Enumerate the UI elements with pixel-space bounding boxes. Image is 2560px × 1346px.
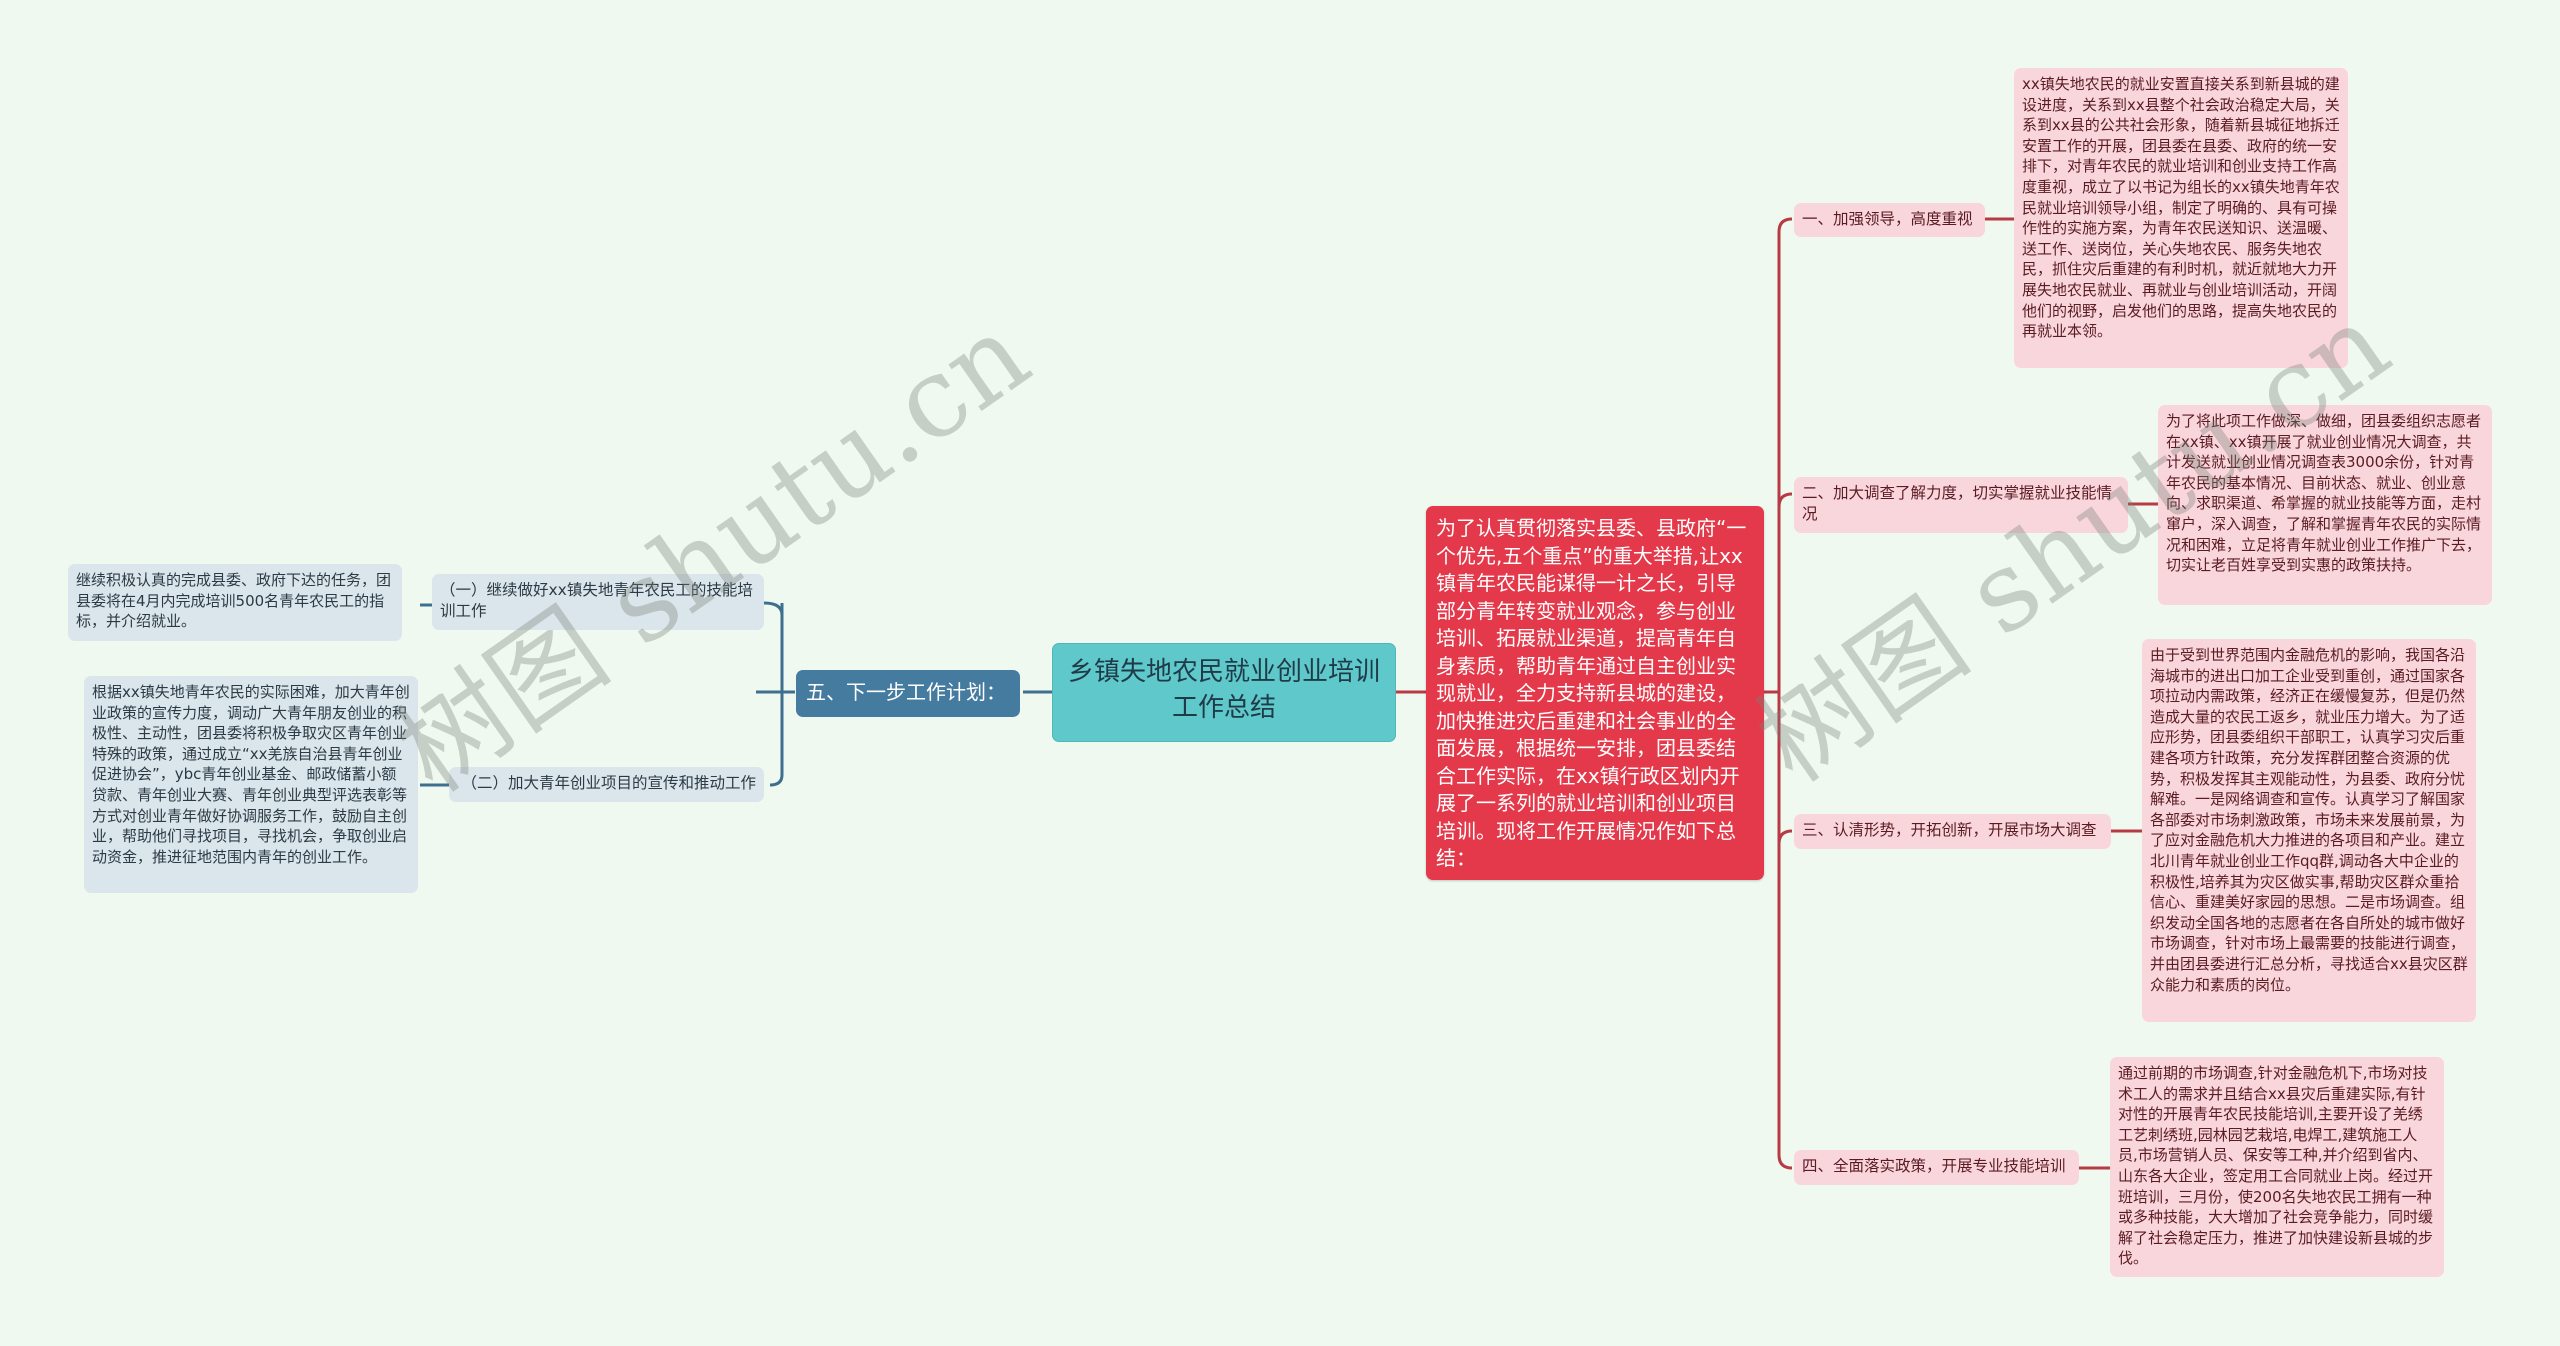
branch-5-next-plan[interactable]: 五、下一步工作计划： [796,670,1020,717]
branch-2-detail[interactable]: 为了将此项工作做深、做细，团县委组织志愿者在xx镇、xx镇开展了就业创业情况大调… [2158,405,2492,605]
detail-text: 由于受到世界范围内金融危机的影响，我国各沿海城市的进出口加工企业受到重创，通过国… [2150,646,2468,994]
plan-1-skill-training[interactable]: （一）继续做好xx镇失地青年农民工的技能培训工作 [432,574,764,630]
branch-4-detail[interactable]: 通过前期的市场调查,针对金融危机下,市场对技术工人的需求并且结合xx县灾后重建实… [2110,1057,2444,1277]
branch-label: 四、全面落实政策，开展专业技能培训 [1802,1157,2066,1175]
branch-1-leadership[interactable]: 一、加强领导，高度重视 [1794,203,1985,237]
root-topic[interactable]: 乡镇失地农民就业创业培训工作总结 [1052,643,1396,742]
plan-label: （一）继续做好xx镇失地青年农民工的技能培训工作 [440,581,753,620]
branch-label: 五、下一步工作计划： [806,680,1006,704]
watermark-left: 树图 shutu.cn [374,289,1051,817]
detail-text: 继续积极认真的完成县委、政府下达的任务，团县委将在4月内完成培训500名青年农民… [76,571,392,631]
detail-text: 为了将此项工作做深、做细，团县委组织志愿者在xx镇、xx镇开展了就业创业情况大调… [2166,412,2482,575]
detail-text: 通过前期的市场调查,针对金融危机下,市场对技术工人的需求并且结合xx县灾后重建实… [2118,1064,2434,1268]
intro-text: 为了认真贯彻落实县委、县政府“一个优先,五个重点”的重大举措,让xx镇青年农民能… [1436,516,1747,870]
detail-text: 根据xx镇失地青年农民的实际困难，加大青年创业政策的宣传力度，调动广大青年朋友创… [92,683,410,866]
branch-3-detail[interactable]: 由于受到世界范围内金融危机的影响，我国各沿海城市的进出口加工企业受到重创，通过国… [2142,639,2476,1022]
branch-3-market[interactable]: 三、认清形势，开拓创新，开展市场大调查 [1794,814,2111,849]
branch-4-training[interactable]: 四、全面落实政策，开展专业技能培训 [1794,1150,2079,1185]
branch-label: 一、加强领导，高度重视 [1802,210,1973,228]
plan-2-detail[interactable]: 根据xx镇失地青年农民的实际困难，加大青年创业政策的宣传力度，调动广大青年朋友创… [84,676,418,893]
branch-label: 二、加大调查了解力度，切实掌握就业技能情况 [1802,484,2113,523]
branch-2-survey[interactable]: 二、加大调查了解力度，切实掌握就业技能情况 [1794,477,2128,533]
intro-node[interactable]: 为了认真贯彻落实县委、县政府“一个优先,五个重点”的重大举措,让xx镇青年农民能… [1426,506,1764,880]
branch-label: 三、认清形势，开拓创新，开展市场大调查 [1802,821,2097,839]
root-title: 乡镇失地农民就业创业培训工作总结 [1067,657,1380,723]
plan-1-detail[interactable]: 继续积极认真的完成县委、政府下达的任务，团县委将在4月内完成培训500名青年农民… [68,564,402,641]
plan-2-startup-promotion[interactable]: （二）加大青年创业项目的宣传和推动工作 [449,767,764,802]
branch-1-detail[interactable]: xx镇失地农民的就业安置直接关系到新县城的建设进度，关系到xx县整个社会政治稳定… [2014,68,2348,368]
detail-text: xx镇失地农民的就业安置直接关系到新县城的建设进度，关系到xx县整个社会政治稳定… [2022,75,2340,341]
plan-label: （二）加大青年创业项目的宣传和推动工作 [461,774,756,792]
